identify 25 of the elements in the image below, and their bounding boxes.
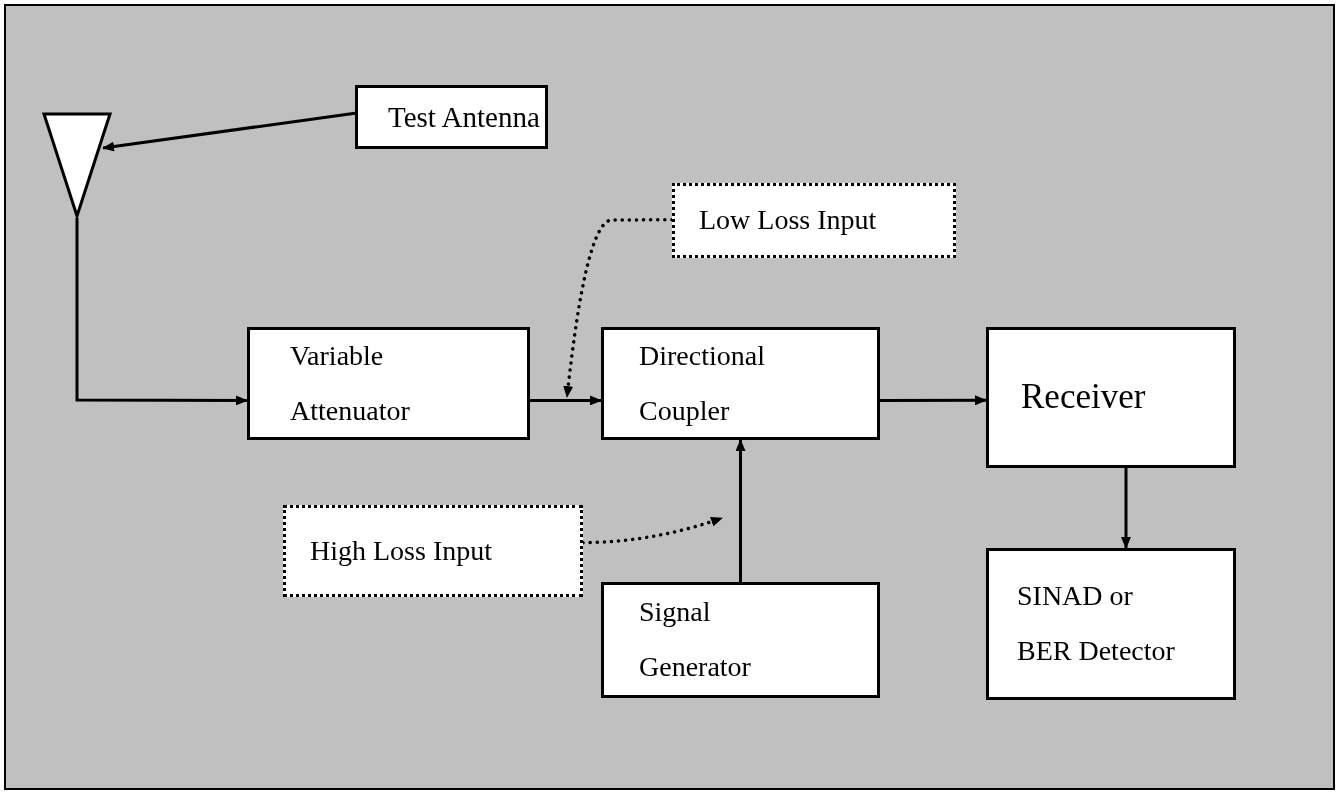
process-box — [601, 327, 880, 440]
box-label: Directional Coupler — [639, 338, 766, 428]
process-box — [355, 85, 548, 149]
box-label: Low Loss Input — [699, 203, 877, 238]
box-label: Receiver — [1021, 376, 1146, 419]
box-label: SINAD or BER Detector — [1017, 579, 1176, 668]
process-box — [247, 327, 530, 440]
box-label: High Loss Input — [310, 533, 492, 568]
process-box — [986, 548, 1236, 700]
note-box — [672, 183, 956, 258]
arrow — [735, 439, 746, 582]
dotted-arrow — [563, 218, 674, 399]
arrow — [1121, 468, 1131, 549]
arrow — [880, 395, 987, 406]
dotted-arrow — [581, 516, 724, 545]
process-box — [601, 582, 880, 698]
process-box — [986, 327, 1236, 468]
box-label: Variable Attenuator — [290, 338, 411, 428]
arrow — [75, 218, 248, 406]
note-box — [283, 505, 583, 597]
arrow — [102, 111, 356, 152]
box-label: Test Antenna — [388, 99, 540, 135]
box-label: Signal Generator — [639, 595, 752, 684]
antenna-symbol — [42, 112, 112, 218]
arrow — [530, 395, 602, 406]
